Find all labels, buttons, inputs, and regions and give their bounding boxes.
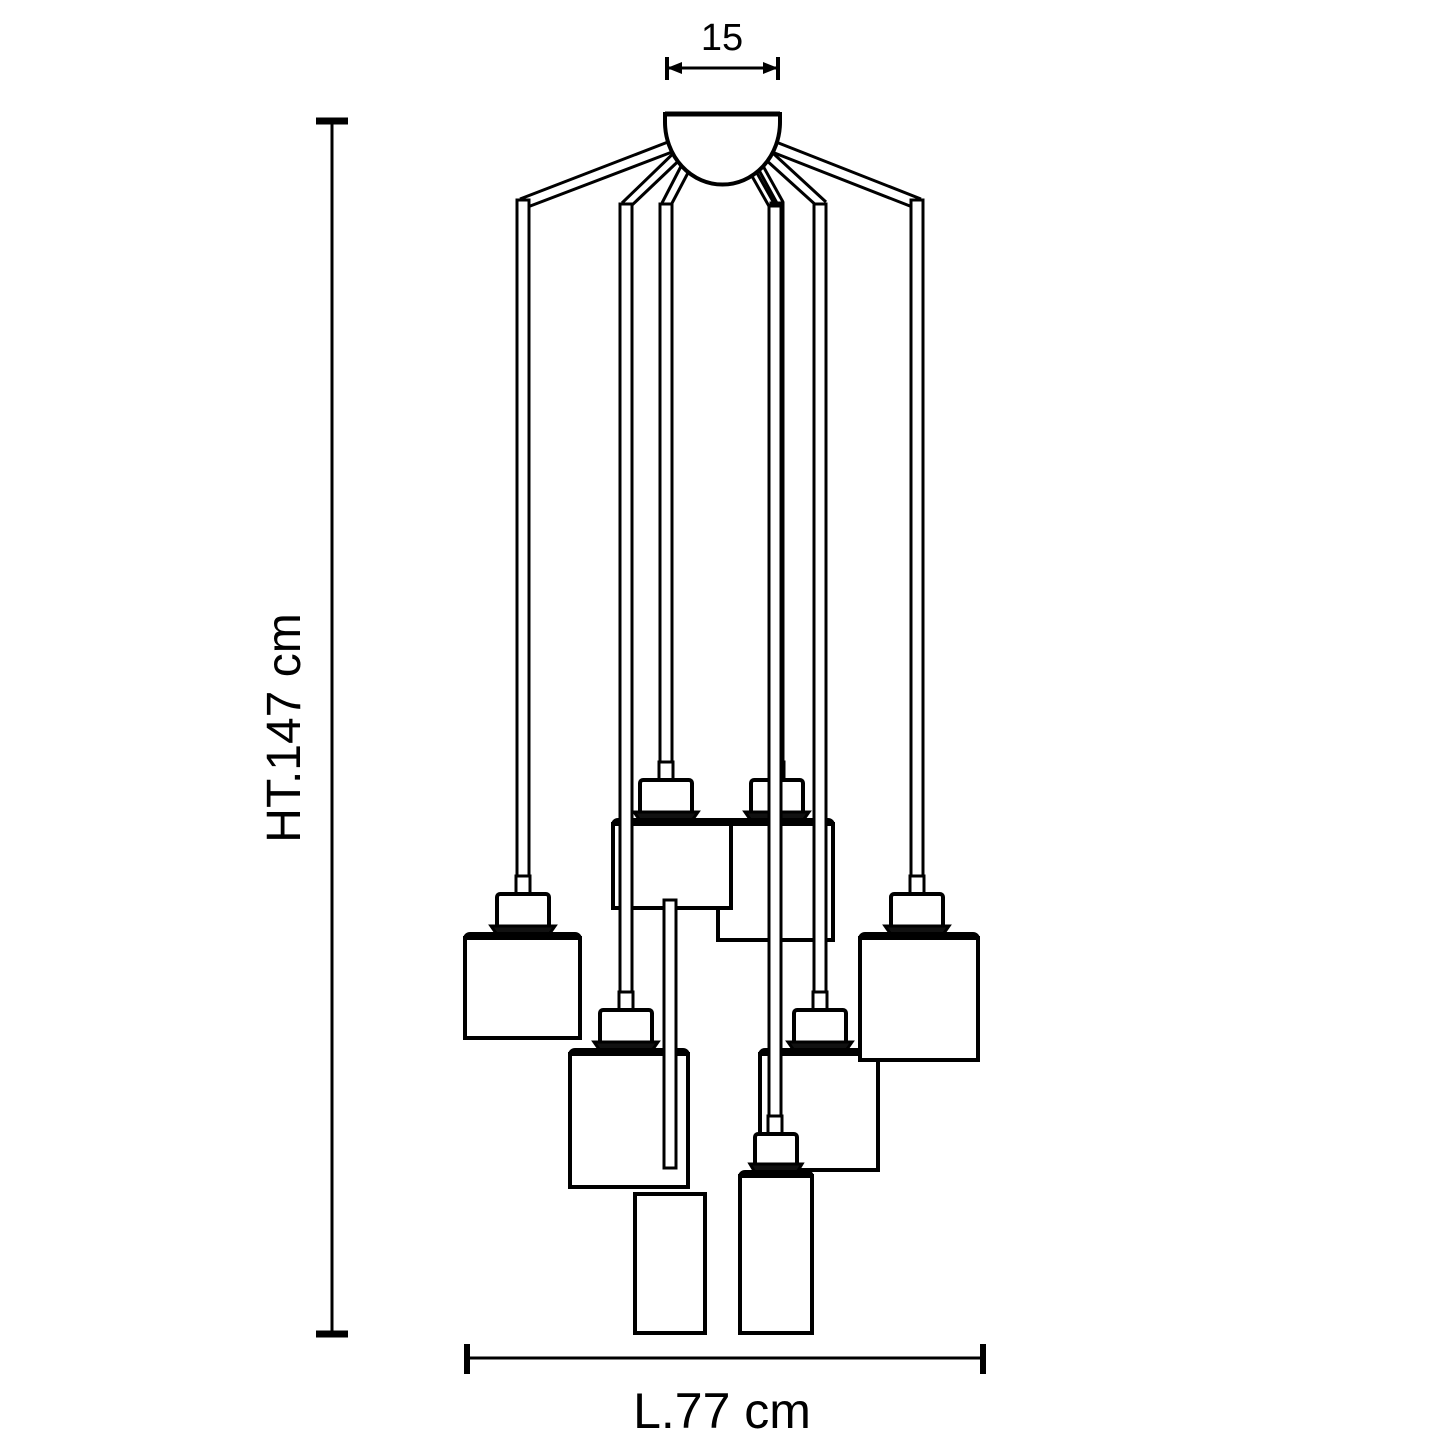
cable-vertical: [515, 198, 531, 890]
cable-vertical: [658, 202, 674, 780]
lamp-shade: [463, 936, 582, 1040]
pendant-lamp-right-outer: [771, 140, 980, 1062]
lamp-socket: [495, 892, 551, 930]
cable-vertical: [618, 202, 634, 1006]
overall-height-label: HT.147 cm: [258, 613, 311, 842]
lamp-shade: [858, 936, 980, 1062]
cable-vertical: [909, 198, 925, 890]
ceiling-canopy: [663, 111, 782, 187]
cable-diagonal: [524, 150, 673, 210]
lamp-socket: [792, 1008, 848, 1046]
overall-height-dimension: HT.147 cm: [258, 117, 348, 1338]
dimension-arrow-icon: [763, 62, 778, 74]
cable-diagonal: [771, 150, 916, 210]
pendant-lamp-left-outer: [463, 140, 673, 1040]
pendant-lamp-mid-left: [568, 143, 692, 1189]
dimension-arrow-icon: [667, 62, 682, 74]
cable-vertical: [812, 202, 828, 1006]
lamp-socket: [753, 1132, 799, 1168]
cable-diagonal: [519, 140, 669, 201]
cable-vertical: [662, 898, 678, 1170]
pendant-lamp-bottom-right: [738, 149, 814, 1335]
cable-vertical: [767, 204, 783, 1130]
canopy-width-label: 15: [701, 17, 743, 59]
canopy-width-dimension: 15: [665, 17, 780, 80]
lamp-shade: [738, 1174, 814, 1335]
overall-width-label: L.77 cm: [633, 1383, 811, 1439]
pendant-lamp-bottom-left: [633, 898, 707, 1335]
cable-diagonal: [775, 140, 922, 201]
overall-width-dimension: L.77 cm: [464, 1344, 986, 1439]
lamp-socket: [638, 778, 694, 816]
lamp-socket: [889, 892, 945, 930]
lamp-socket: [598, 1008, 654, 1046]
canopy-dome: [663, 112, 782, 187]
lamp-shade: [633, 1192, 707, 1335]
